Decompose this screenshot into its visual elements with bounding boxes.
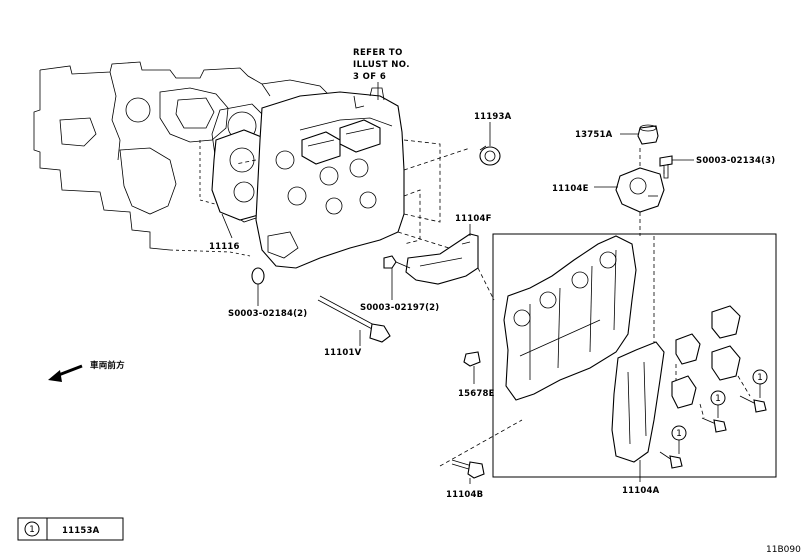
legend-part-number: 11153A xyxy=(62,526,100,536)
part-label-11104b: 11104B xyxy=(446,490,483,500)
o-ring-part xyxy=(251,267,265,285)
part-label-s0003-02184: S0003-02184(2) xyxy=(228,309,307,319)
callout-number: 1 xyxy=(757,373,763,383)
front-direction-arrow-icon xyxy=(48,364,83,382)
callout-number: 1 xyxy=(676,429,682,439)
front-direction-label: 車両前方 xyxy=(90,360,125,371)
part-label-s0003-02134: S0003-02134(3) xyxy=(696,156,775,166)
callout-marker: 1 xyxy=(752,369,768,385)
guide-line xyxy=(439,419,523,467)
guide-line xyxy=(235,159,257,165)
refer-note-line: REFER TO xyxy=(353,48,403,58)
part-label-11104f: 11104F xyxy=(455,214,492,224)
cylinder-head-part xyxy=(255,87,405,269)
callout-number: 1 xyxy=(715,394,721,404)
guide-line xyxy=(403,147,471,171)
callout-marker: 1 xyxy=(710,390,726,406)
plug-part xyxy=(463,351,481,367)
refer-note: REFER TO ILLUST NO. 3 OF 6 xyxy=(353,48,410,82)
part-label-s0003-02197: S0003-02197(2) xyxy=(360,303,439,313)
guide-line xyxy=(403,189,421,245)
bracket-part xyxy=(615,167,665,213)
bolt-part xyxy=(659,155,673,179)
plate-part xyxy=(405,233,479,285)
refer-note-line: 3 OF 6 xyxy=(353,72,386,82)
oil-seal-part xyxy=(479,145,501,166)
refer-note-line: ILLUST NO. xyxy=(353,60,410,70)
guide-line xyxy=(397,231,469,255)
part-label-11193a: 11193A xyxy=(474,112,512,122)
guide-line xyxy=(403,170,441,223)
cap-part xyxy=(637,124,659,145)
part-label-11116: 11116 xyxy=(209,242,240,252)
legend-table: 1 11153A xyxy=(17,517,124,541)
assembly-box xyxy=(492,233,777,478)
guide-line xyxy=(737,375,751,397)
leader-line xyxy=(221,213,233,239)
guide-line xyxy=(403,139,441,170)
part-label-11101v: 11101V xyxy=(324,348,362,358)
carrier-plate-part xyxy=(611,341,665,463)
part-label-11104e: 11104E xyxy=(552,184,589,194)
cam-cap-part xyxy=(671,305,741,409)
bolt-part xyxy=(659,395,767,469)
figure-id: 11B090 xyxy=(766,545,801,555)
guide-line xyxy=(477,267,495,301)
part-label-11104a: 11104A xyxy=(622,486,660,496)
bolt-part xyxy=(451,459,485,479)
legend-number: 1 xyxy=(29,525,35,535)
part-label-15678e: 15678E xyxy=(458,389,495,399)
camshaft-carrier-part xyxy=(503,235,637,401)
bolt-part xyxy=(383,255,411,269)
part-label-13751a: 13751A xyxy=(575,130,613,140)
guide-line xyxy=(699,403,705,419)
callout-marker: 1 xyxy=(671,425,687,441)
long-bolt-part xyxy=(317,295,391,343)
